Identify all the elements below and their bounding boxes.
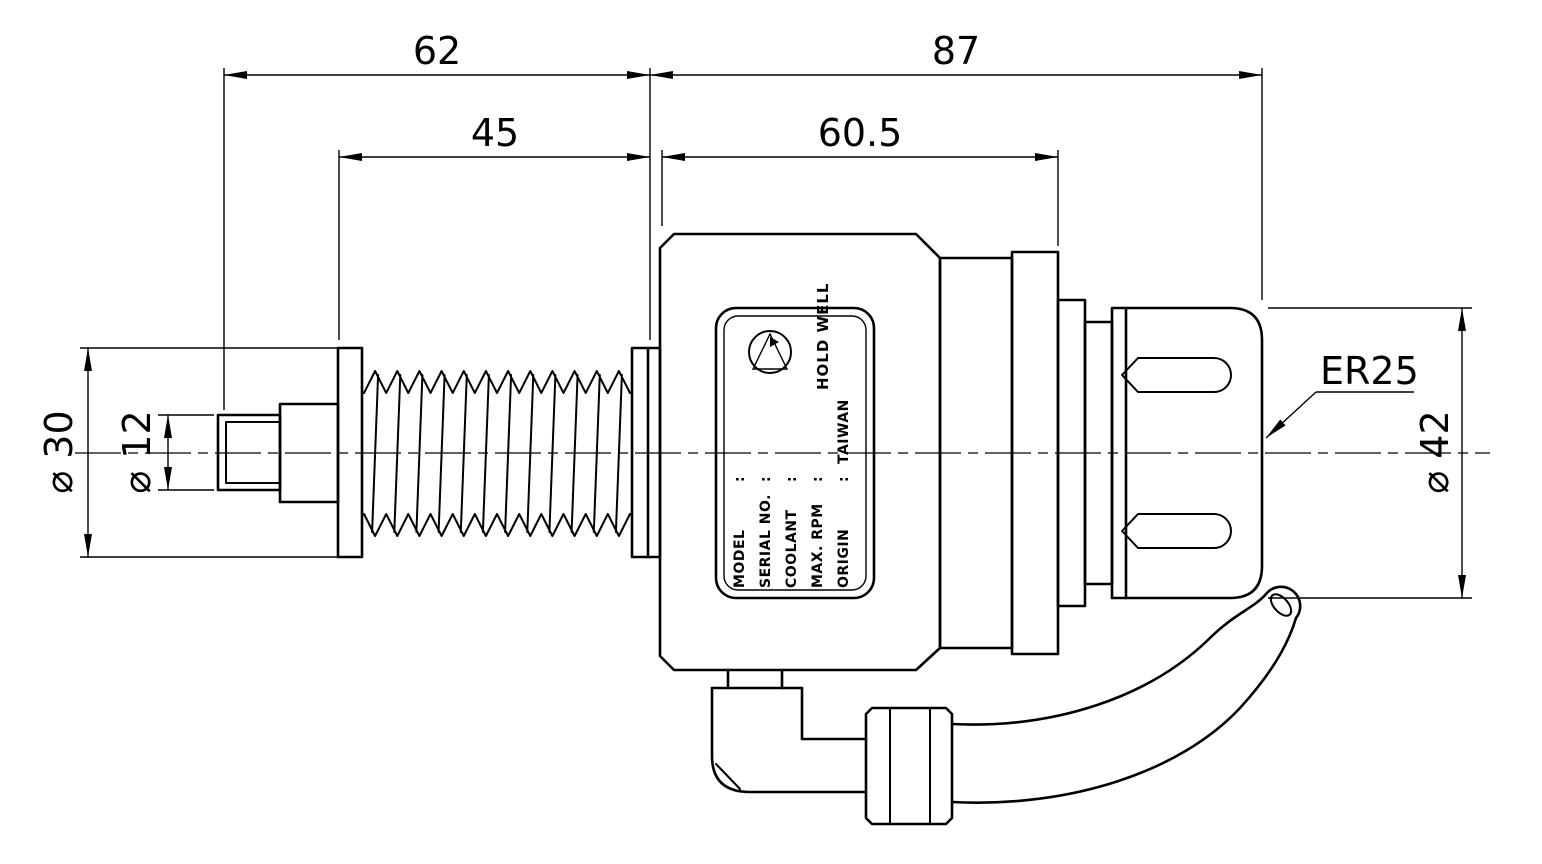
- plate-field-maxrpm: MAX. RPM: [810, 503, 826, 588]
- dimension-60-5: 60.5: [661, 111, 1059, 246]
- dim-87-label: 87: [932, 29, 980, 73]
- plate-field-serial: SERIAL NO.: [758, 494, 774, 588]
- er25-label: ER25: [1320, 349, 1419, 393]
- coolant-hose-inner: [950, 592, 1268, 726]
- plate-colon-model: :: [732, 476, 748, 482]
- nut-slot-top: [1121, 357, 1232, 393]
- dimension-dia-42: ⌀ 42: [1268, 307, 1472, 599]
- coolant-elbow-outer: [710, 686, 868, 794]
- coolant-elbow-top: [710, 686, 868, 741]
- dimension-dia-12: ⌀ 12: [115, 410, 214, 494]
- tool-holder-body: [216, 232, 1264, 672]
- plate-colon-maxrpm: :: [810, 476, 826, 482]
- plate-field-coolant: COOLANT: [784, 509, 800, 588]
- shank-flange: [336, 346, 364, 559]
- coolant-elbow-chamfer: [715, 763, 741, 790]
- plate-field-origin: ORIGIN: [836, 529, 852, 588]
- label-plate-inner: [723, 315, 867, 591]
- dim-45-label: 45: [471, 111, 519, 155]
- holdwell-logo-triangle: [751, 332, 789, 370]
- plate-value-origin: TAIWAN: [836, 399, 852, 464]
- nut-slot-bottom: [1121, 513, 1232, 549]
- holdwell-logo-pennant: [770, 337, 779, 347]
- dimension-45: 45: [338, 111, 650, 340]
- thread-pattern: [363, 370, 631, 537]
- hose-coupling-nut: [864, 706, 954, 826]
- plate-colon-serial: :: [758, 476, 774, 482]
- coolant-hose-outer: [950, 616, 1298, 804]
- dim-62-label: 62: [413, 29, 461, 73]
- er25-leader-line: [1265, 391, 1317, 439]
- plate-field-model: MODEL: [732, 530, 748, 588]
- dim-dia-12-label: ⌀ 12: [115, 410, 159, 493]
- label-plate-outer: [714, 306, 876, 600]
- dim-60-5-label: 60.5: [818, 111, 903, 155]
- dim-dia-42-label: ⌀ 42: [1413, 410, 1457, 493]
- main-body: [658, 232, 942, 672]
- nameplate: HOLD WELL MODEL SERIAL NO. COOLANT MAX. …: [714, 283, 876, 600]
- er25-callout: ER25: [1265, 349, 1419, 439]
- hose-tip-opening: [1269, 593, 1293, 617]
- holdwell-logo-circle: [748, 330, 792, 374]
- plate-colon-coolant: :: [784, 476, 800, 482]
- dimension-dia-30: ⌀ 30: [37, 347, 345, 558]
- brand-text: HOLD WELL: [814, 283, 832, 390]
- dimension-62: 62: [223, 29, 651, 410]
- coolant-hose-tip-cap: [1264, 585, 1302, 620]
- dim-dia-30-label: ⌀ 30: [37, 410, 81, 493]
- plate-colon-origin: :: [836, 476, 852, 482]
- coolant-line: [710, 585, 1302, 826]
- dimension-87: 87: [650, 29, 1263, 300]
- collet-nut: [1110, 306, 1264, 600]
